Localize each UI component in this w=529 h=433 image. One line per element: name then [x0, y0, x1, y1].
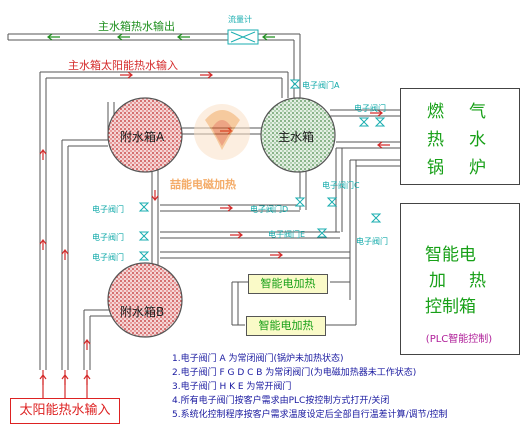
aux-tank-b-label: 附水箱B: [120, 305, 165, 319]
plc-label: (PLC智能控制): [425, 334, 493, 345]
outlet-arrows: [47, 33, 275, 41]
aux-tank-a-label: 附水箱A: [120, 130, 165, 144]
boiler-char-1: 燃: [427, 102, 444, 122]
control-char-jia: 加: [429, 271, 446, 291]
control-line-1: 智能电: [425, 245, 476, 265]
electric-heater-1: 智能电加热: [248, 274, 328, 294]
main-tank-label: 主水箱: [278, 130, 315, 144]
valve-a-label: 电子阀门A: [302, 81, 340, 90]
boiler-char-2: 热: [427, 130, 444, 150]
control-cabinet: 智能电 加 热 控制箱: [400, 203, 520, 355]
flowmeter: [227, 29, 259, 45]
valve-d-label: 电子阀门D: [250, 205, 289, 214]
watermark-logo: [194, 104, 250, 160]
solar-inlet-box: 太阳能热水输入: [10, 398, 120, 424]
valve-left-1-label: 电子阀门: [92, 205, 124, 214]
notes: 1.电子阀门 A 为常闭阀门(锅炉未加热状态) 2.电子阀门 F G D C B…: [172, 352, 522, 422]
boiler-char-3: 锅: [427, 158, 444, 178]
electric-heater-2: 智能电加热: [246, 316, 326, 336]
boiler-char-6: 炉: [469, 158, 486, 178]
valve-right-2-label: 电子阀门: [356, 237, 388, 246]
control-line-3: 控制箱: [425, 297, 476, 317]
valve-symbols: [138, 79, 386, 261]
aux-tank-b: [107, 262, 183, 338]
boiler-char-5: 水: [469, 130, 486, 150]
watermark-text: 喆能电磁加热: [170, 178, 236, 191]
valve-left-2-label: 电子阀门: [92, 233, 124, 242]
main-outlet-label: 主水箱热水输出: [98, 20, 175, 33]
boiler-char-4: 气: [469, 102, 486, 122]
inlet-stubs: [42, 370, 88, 398]
note-3: 3.电子阀门 H K E 为常开阀门: [172, 382, 292, 392]
note-2: 2.电子阀门 F G D C B 为常闭阀门(为电磁加热器未工作状态): [172, 368, 417, 378]
control-char-re: 热: [469, 271, 486, 291]
gas-boiler: 燃 热 锅 气 水 炉: [400, 88, 520, 185]
valve-left-3-label: 电子阀门: [92, 253, 124, 262]
note-5: 5.系统化控制程序按客户需求温度设定后全部自行温差计算/调节/控制: [172, 410, 448, 420]
valve-c-label: 电子阀门C: [322, 181, 360, 190]
note-4: 4.所有电子阀门按客户需求由PLC按控制方式打开/关闭: [172, 396, 390, 406]
main-tank: [260, 97, 336, 173]
flowmeter-label: 流量计: [228, 15, 252, 24]
solar-inlet-main-pipe: [39, 71, 289, 370]
solar-arrows: [39, 71, 213, 250]
valve-e-label: 电子阀门E: [268, 230, 306, 239]
solar-inlet-main-label: 主水箱太阳能热水输入: [68, 59, 178, 72]
note-1: 1.电子阀门 A 为常闭阀门(锅炉未加热状态): [172, 354, 344, 364]
left-arrows: [39, 249, 91, 385]
valve-right-1-label: 电子阀门: [354, 104, 386, 113]
tank-link-pipes: [151, 109, 400, 326]
aux-tank-a: [107, 97, 183, 173]
